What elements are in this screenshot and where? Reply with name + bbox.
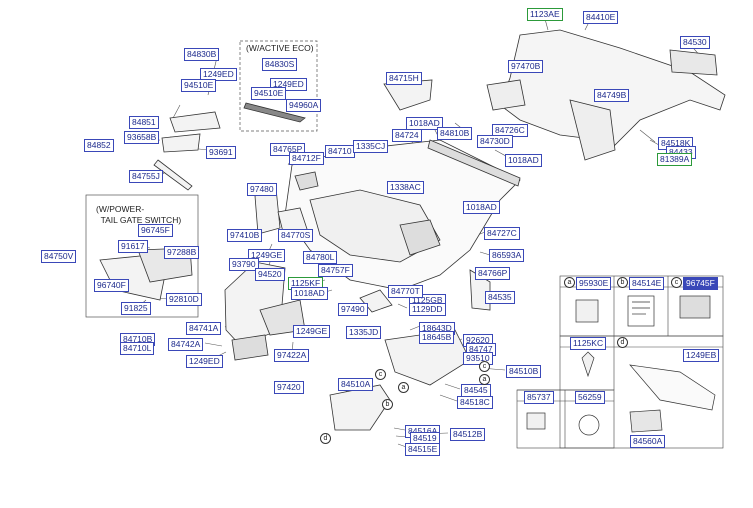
part-label-92810d[interactable]: 92810D [166,293,202,306]
legend-code-84560a[interactable]: 84560A [630,435,666,448]
part-label-84770s[interactable]: 84770S [278,229,314,242]
callout-d-1: d [320,433,331,444]
part-label-1335cj-a[interactable]: 1335CJ [353,140,389,153]
legend-code-1125kc[interactable]: 1125KC [570,337,607,350]
part-label-84830s[interactable]: 84830S [262,58,298,71]
legend-code-85737[interactable]: 85737 [524,391,554,404]
part-label-84852[interactable]: 84852 [84,139,114,152]
legend-code-84514e[interactable]: 84514E [629,277,665,290]
part-label-93691[interactable]: 93691 [206,146,236,159]
part-label-94960a[interactable]: 94960A [286,99,322,112]
part-label-1249ed-c[interactable]: 1249ED [186,355,223,368]
legend-code-96745f[interactable]: 96745F [683,277,718,290]
callout-a-1: a [479,374,490,385]
part-label-96740f[interactable]: 96740F [94,279,129,292]
part-label-84410e[interactable]: 84410E [583,11,619,24]
legend-code-1249eb[interactable]: 1249EB [683,349,720,362]
part-label-84749b[interactable]: 84749B [594,89,630,102]
part-label-86593a[interactable]: 86593A [489,249,525,262]
part-label-1018ad-b[interactable]: 1018AD [505,154,542,167]
part-label-94510e-b[interactable]: 94510E [251,87,287,100]
part-label-84530[interactable]: 84530 [680,36,710,49]
part-label-93790[interactable]: 93790 [229,258,259,271]
part-label-84510a[interactable]: 84510A [338,378,374,391]
part-label-84715h[interactable]: 84715H [386,72,422,85]
part-label-84851[interactable]: 84851 [129,116,159,129]
active-eco-caption: (W/ACTIVE ECO) [246,43,314,53]
part-label-84780l[interactable]: 84780L [303,251,338,264]
part-label-84742a[interactable]: 84742A [168,338,204,351]
part-label-84510b[interactable]: 84510B [506,365,542,378]
part-label-84515e[interactable]: 84515E [405,443,441,456]
legend-code-56259[interactable]: 56259 [575,391,605,404]
part-label-97420[interactable]: 97420 [274,381,304,394]
part-label-1123ae[interactable]: 1123AE [527,8,563,21]
part-label-84755j[interactable]: 84755J [129,170,163,183]
part-label-97480[interactable]: 97480 [247,183,277,196]
legend-mark-a: a [564,277,575,288]
part-label-91617[interactable]: 91617 [118,240,148,253]
callout-c-2: c [375,369,386,380]
part-label-97410b[interactable]: 97410B [227,229,263,242]
part-label-84757f[interactable]: 84757F [318,264,353,277]
part-label-96745f[interactable]: 96745F [138,224,173,237]
part-label-84518c[interactable]: 84518C [457,396,493,409]
legend-mark-b: b [617,277,628,288]
part-label-93658b[interactable]: 93658B [124,131,160,144]
part-label-1018ad-a[interactable]: 1018AD [406,117,443,130]
active-eco-variant-box [239,40,318,132]
part-label-94510e-a[interactable]: 94510E [181,79,217,92]
part-label-84741a[interactable]: 84741A [186,322,222,335]
part-label-84750v[interactable]: 84750V [41,250,77,263]
part-label-97422a[interactable]: 97422A [274,349,310,362]
legend-mark-c: c [671,277,682,288]
callout-c-1: c [479,361,490,372]
part-label-1129dd[interactable]: 1129DD [409,303,446,316]
legend-mark-d: d [617,337,628,348]
part-label-94520[interactable]: 94520 [255,268,285,281]
part-label-1338ac[interactable]: 1338AC [387,181,424,194]
legend-part-shapes [526,295,716,436]
part-label-1018ad-c[interactable]: 1018AD [463,201,500,214]
part-label-91825[interactable]: 91825 [121,302,151,315]
part-label-84712f[interactable]: 84712F [289,152,324,165]
part-label-84727c[interactable]: 84727C [484,227,520,240]
part-label-84730d[interactable]: 84730D [477,135,513,148]
callout-a-2: a [398,382,409,393]
part-label-84710l[interactable]: 84710L [120,342,155,355]
part-label-84766p[interactable]: 84766P [475,267,511,280]
part-label-81389a[interactable]: 81389A [657,153,693,166]
part-label-84724[interactable]: 84724 [392,129,422,142]
legend-code-95930e[interactable]: 95930E [576,277,612,290]
callout-b-1: b [382,399,393,410]
part-label-1018ad-d[interactable]: 1018AD [291,287,328,300]
part-label-97288b[interactable]: 97288B [164,246,200,259]
part-label-84810b[interactable]: 84810B [437,127,473,140]
part-label-84710[interactable]: 84710 [325,145,355,158]
part-label-18645b[interactable]: 18645B [419,331,455,344]
part-label-1249ge-b[interactable]: 1249GE [293,325,331,338]
part-label-84512b[interactable]: 84512B [450,428,486,441]
crash-pad-illustration [284,139,521,291]
part-label-97490[interactable]: 97490 [338,303,368,316]
part-label-1249ed-a[interactable]: 1249ED [200,68,237,81]
part-label-97470b[interactable]: 97470B [508,60,544,73]
part-label-84830b[interactable]: 84830B [184,48,220,61]
part-label-84535[interactable]: 84535 [485,291,515,304]
part-label-84770t[interactable]: 84770T [388,285,423,298]
part-label-1335jd[interactable]: 1335JD [346,326,382,339]
power-tailgate-caption: (W/POWER- TAIL GATE SWITCH) [96,204,182,225]
